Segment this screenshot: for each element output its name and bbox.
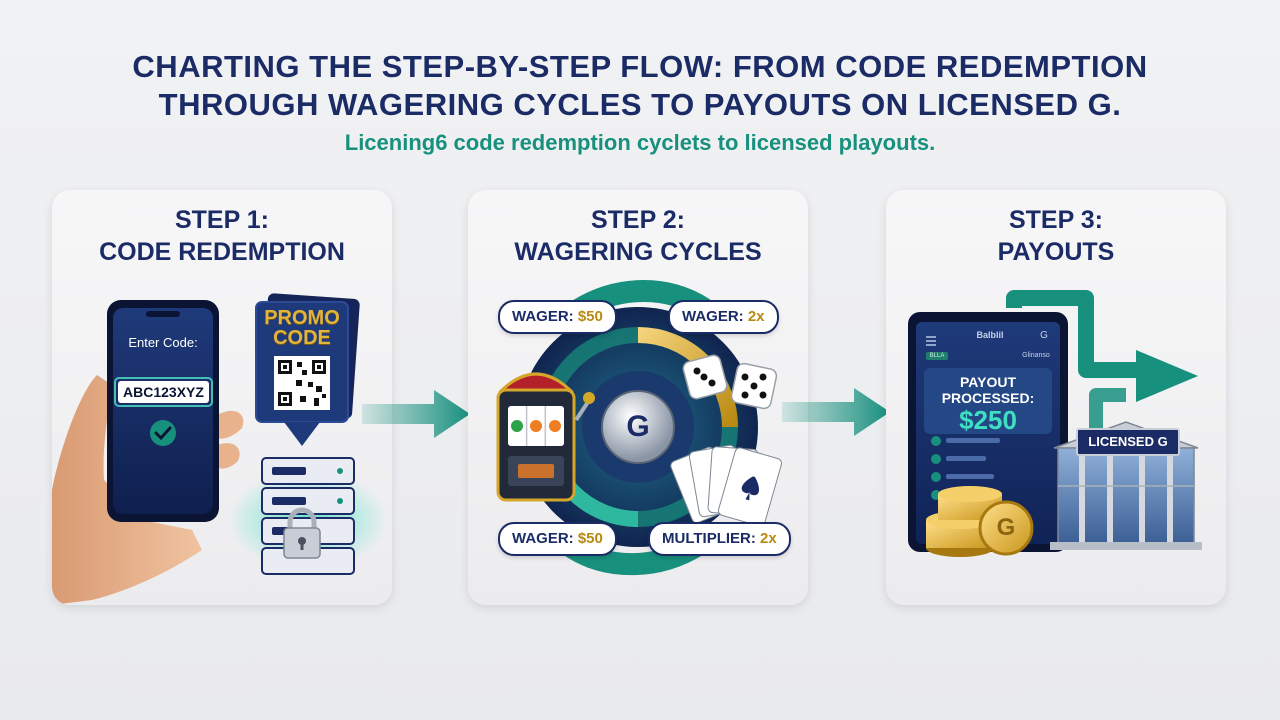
wager-label-1: WAGER: $50 bbox=[498, 300, 617, 334]
wager-label-2: WAGER: 2x bbox=[668, 300, 779, 334]
title-line-1: CHARTING THE STEP-BY-STEP FLOW: FROM COD… bbox=[132, 49, 1148, 84]
wager-label-1-value: $50 bbox=[577, 308, 603, 325]
page-title: CHARTING THE STEP-BY-STEP FLOW: FROM COD… bbox=[0, 48, 1280, 124]
slot-machine-icon bbox=[496, 372, 595, 502]
multiplier-label-value: 2x bbox=[760, 530, 777, 547]
step-2-title: WAGERING CYCLES bbox=[514, 238, 762, 266]
page-subtitle: Licening6 code redemption cyclets to lic… bbox=[344, 130, 936, 155]
step-1-illustration bbox=[52, 293, 388, 605]
tablet-icon bbox=[908, 312, 1068, 552]
wager-label-3-key: WAGER: bbox=[512, 530, 574, 547]
wager-label-2-key: WAGER: bbox=[682, 308, 744, 325]
step-3-card: STEP 3: PAYOUTS bbox=[886, 190, 1226, 605]
tablet-header-right: G bbox=[1040, 330, 1048, 341]
wager-label-2-value: 2x bbox=[747, 308, 765, 325]
payout-amount: $250 bbox=[959, 405, 1017, 435]
payout-line-2: PROCESSED: bbox=[941, 390, 1035, 406]
lock-icon bbox=[283, 507, 321, 559]
flow-arrow-2-icon bbox=[782, 388, 890, 436]
phone-icon bbox=[107, 300, 219, 522]
title-line-2: THROUGH WAGERING CYCLES TO PAYOUTS ON LI… bbox=[158, 87, 1122, 122]
arrow-up-right-icon bbox=[1006, 290, 1198, 440]
coin-letter: G bbox=[996, 514, 1016, 541]
step-3-label: STEP 3: bbox=[1008, 206, 1104, 234]
multiplier-label-key: MULTIPLIER: bbox=[662, 530, 756, 547]
step-1-label: STEP 1: bbox=[174, 206, 270, 234]
tablet-tag-left: BLLA bbox=[929, 353, 945, 359]
tablet-header-text: Balblil bbox=[976, 330, 1004, 340]
hand-icon bbox=[52, 375, 244, 605]
center-logo-letter: G bbox=[626, 410, 650, 443]
step-2-heading: STEP 2: WAGERING CYCLES bbox=[468, 204, 808, 268]
step-2-card: STEP 2: WAGERING CYCLES bbox=[468, 190, 808, 605]
promo-line-1: PROMO bbox=[264, 307, 340, 329]
wager-label-3: WAGER: $50 bbox=[498, 522, 617, 556]
qr-code-icon bbox=[274, 356, 330, 410]
check-icon bbox=[150, 420, 176, 446]
wager-label-1-key: WAGER: bbox=[512, 308, 574, 325]
code-input[interactable]: ABC123XYZ bbox=[123, 384, 204, 400]
step-2-label: STEP 2: bbox=[590, 206, 686, 234]
step-3-illustration bbox=[908, 290, 1202, 557]
promo-code-label: PROMO CODE bbox=[256, 308, 348, 348]
step-3-heading: STEP 3: PAYOUTS bbox=[886, 204, 1226, 268]
enter-code-label: Enter Code: bbox=[128, 335, 198, 350]
multiplier-label: MULTIPLIER: 2x bbox=[648, 522, 791, 556]
dice-icon bbox=[682, 354, 778, 410]
tablet-tag-right: Glinanso bbox=[1022, 352, 1050, 359]
step-1-title: CODE REDEMPTION bbox=[99, 238, 345, 266]
step-1-card: STEP 1: CODE REDEMPTION bbox=[52, 190, 392, 605]
licensed-g-sign: LICENSED G bbox=[1076, 428, 1180, 456]
flow-arrow-1-icon bbox=[362, 390, 470, 438]
payout-line-1: PAYOUT bbox=[959, 374, 1016, 390]
step-3-title: PAYOUTS bbox=[997, 238, 1115, 266]
playing-cards-icon bbox=[670, 444, 783, 527]
coins-icon bbox=[926, 486, 1034, 557]
payout-processed-label: PAYOUT PROCESSED: bbox=[924, 374, 1052, 406]
promo-line-2: CODE bbox=[273, 327, 331, 349]
wager-label-3-value: $50 bbox=[577, 530, 603, 547]
g-logo-icon bbox=[582, 371, 694, 483]
step-1-heading: STEP 1: CODE REDEMPTION bbox=[52, 204, 392, 268]
